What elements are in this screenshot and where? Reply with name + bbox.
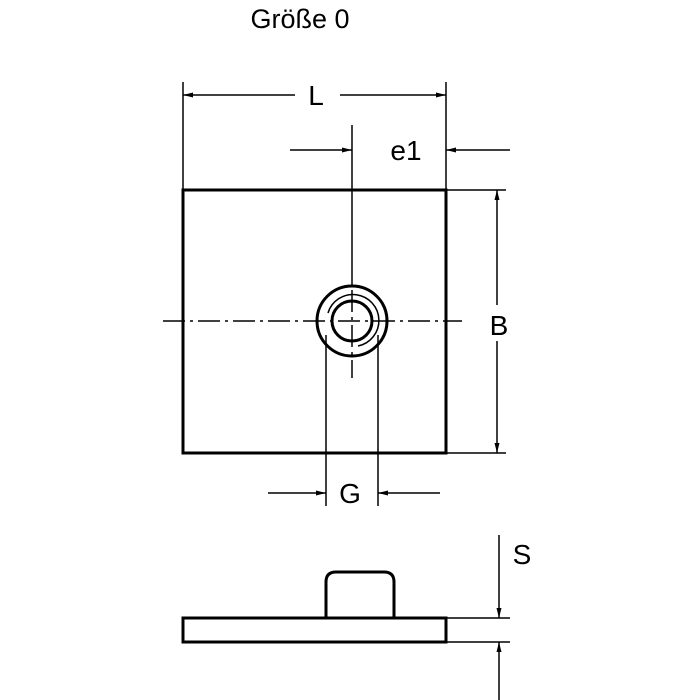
label-s: S [513,539,532,570]
boss-side-view [324,570,396,618]
label-l: L [308,80,324,111]
label-e1: e1 [390,135,421,166]
hole-circle [330,299,374,343]
boss-outer-circle [315,284,389,358]
title: Größe 0 [250,4,349,34]
label-b: B [490,310,509,341]
b-label-background [484,305,514,341]
thread-arc [327,293,380,347]
plate-side-view [181,616,448,644]
label-g: G [339,478,361,509]
